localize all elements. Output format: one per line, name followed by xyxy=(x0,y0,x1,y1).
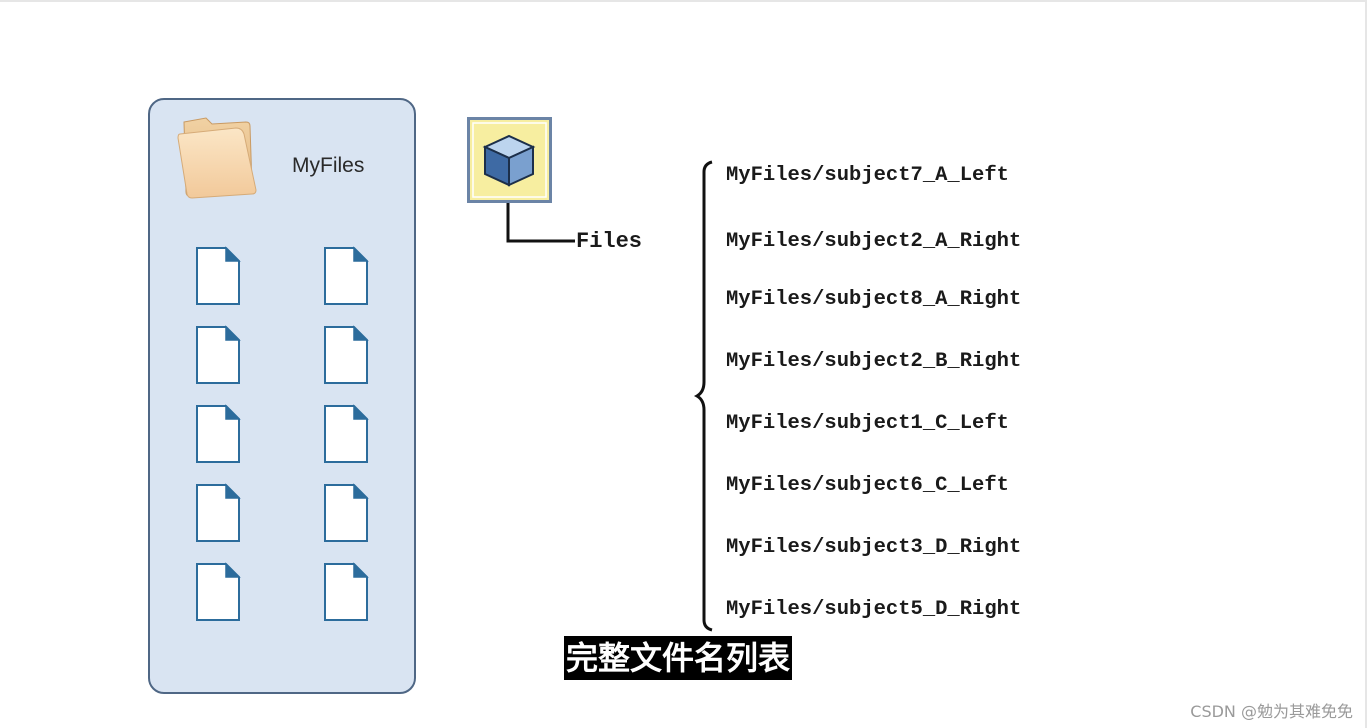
file-list-item: MyFiles/subject2_B_Right xyxy=(726,350,1022,373)
file-list-item: MyFiles/subject8_A_Right xyxy=(726,288,1022,311)
document-icon xyxy=(196,404,241,463)
document-icon xyxy=(196,483,241,542)
folder-icon xyxy=(177,117,257,199)
list-brace xyxy=(693,160,713,632)
cube-node xyxy=(467,117,552,203)
folder-label: MyFiles xyxy=(292,154,365,177)
file-list-item: MyFiles/subject3_D_Right xyxy=(726,536,1022,559)
file-list-item: MyFiles/subject1_C_Left xyxy=(726,412,1009,435)
document-icon xyxy=(196,325,241,384)
files-label: Files xyxy=(576,229,643,254)
document-icon xyxy=(196,246,241,305)
document-icon xyxy=(324,483,369,542)
file-list-item: MyFiles/subject2_A_Right xyxy=(726,230,1022,253)
document-icon xyxy=(324,246,369,305)
document-icon xyxy=(324,325,369,384)
file-list-item: MyFiles/subject7_A_Left xyxy=(726,164,1009,187)
subtitle-caption: 完整文件名列表 xyxy=(564,636,793,680)
cube-icon xyxy=(482,134,536,187)
document-icon xyxy=(324,562,369,621)
tree-connector xyxy=(506,203,575,243)
watermark: CSDN @勉为其难免免 xyxy=(1190,702,1353,721)
document-icon xyxy=(196,562,241,621)
file-list-item: MyFiles/subject6_C_Left xyxy=(726,474,1009,497)
file-list-item: MyFiles/subject5_D_Right xyxy=(726,598,1022,621)
document-icon xyxy=(324,404,369,463)
